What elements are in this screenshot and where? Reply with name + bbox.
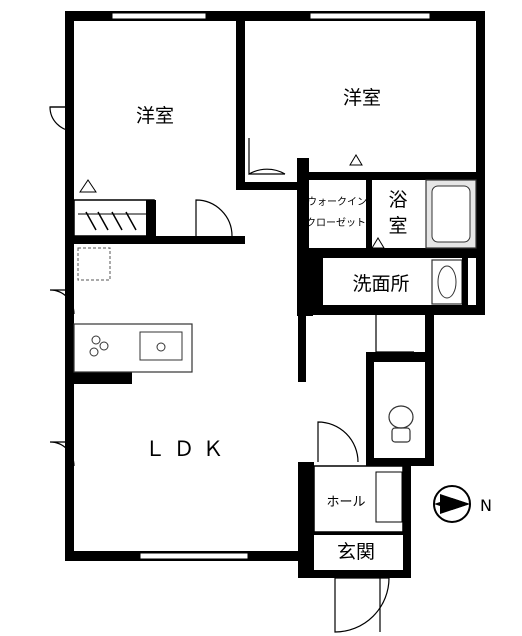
shoe-cabinet [375,471,403,523]
kitchen-counter [73,323,193,373]
room-label-ldk: ＬＤＫ [145,437,232,461]
room-label-wic-2: クローゼット [306,217,366,229]
bath-marker [371,237,385,249]
north-windows [111,12,431,20]
room-label-bath-1: 浴 [388,189,407,211]
room-label-wic-1: ウォークイン [307,196,367,208]
interior-walls [65,15,485,578]
room-labels: 洋室 洋室 ウォークイン クローゼット 浴 室 洗面所 ＬＤＫ ホール 玄関 N [136,87,492,563]
north-arrow-icon [433,485,471,523]
exterior-walls [65,11,485,561]
room-label-washroom: 洗面所 [352,273,409,295]
room-label-bedroom-west: 洋室 [136,105,174,127]
toilet [388,405,414,443]
wic-marker [349,154,363,166]
wash-basin [431,258,468,308]
room-label-hall: ホール [326,495,365,510]
hall-frame [313,465,404,533]
doors [49,106,415,633]
room-label-entrance: 玄関 [337,541,375,563]
bathtub [425,179,477,249]
south-window [139,552,249,560]
refrigerator-space [77,247,111,281]
closet-west [73,179,156,240]
compass-label: N [480,496,492,515]
room-label-bedroom-east: 洋室 [343,87,381,109]
room-label-bath-2: 室 [388,215,407,237]
